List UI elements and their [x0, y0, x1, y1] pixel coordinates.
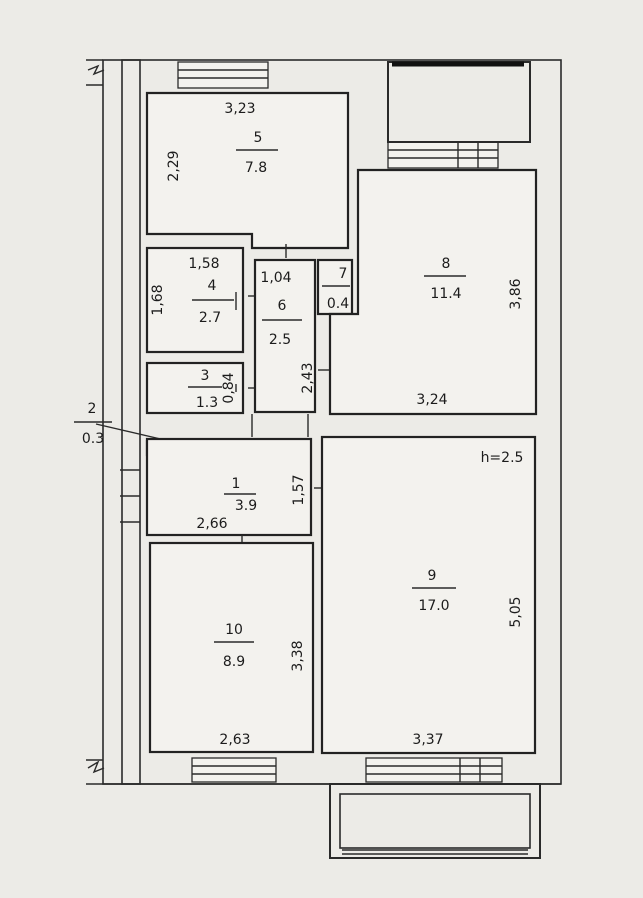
room-8-width: 3,24 [416, 392, 447, 408]
room-4: 1,58 4 2.7 1,68 [145, 246, 258, 354]
room-4-number: 4 [208, 278, 217, 294]
room-4-depth: 1,68 [150, 284, 166, 315]
room-3-area: 1.3 [196, 395, 218, 411]
room-9-number: 9 [428, 568, 437, 584]
room-7-number: 7 [339, 266, 348, 282]
room-5: 3,23 5 7.8 2,29 [145, 91, 350, 258]
room-10-width: 2,63 [219, 732, 250, 748]
room-1: 1 3.9 2,66 1,57 [120, 437, 326, 545]
room-1-depth: 1,57 [291, 474, 307, 505]
room-1-area: 3.9 [235, 498, 257, 514]
room-6-number: 6 [278, 298, 287, 314]
balcony-bottom [329, 783, 541, 859]
room-9-depth: 5,05 [508, 596, 524, 627]
room-3-number: 3 [201, 368, 210, 384]
room-6-area: 2.5 [269, 332, 291, 348]
window-room-5 [177, 61, 269, 89]
room-9-width: 3,37 [412, 732, 443, 748]
room-10: 10 8.9 2,63 3,38 [148, 541, 315, 754]
room-2-area: 0.3 [82, 431, 104, 447]
room-8-number: 8 [442, 256, 451, 272]
room-6-depth: 2,43 [300, 362, 316, 393]
room-8-depth: 3,86 [508, 278, 524, 309]
room-5-depth: 2,29 [166, 150, 182, 181]
room-9: h=2.5 9 17.0 3,37 5,05 [320, 435, 537, 755]
room-10-area: 8.9 [223, 654, 245, 670]
room-6-width: 1,04 [260, 270, 291, 286]
room-5-width: 3,23 [224, 101, 255, 117]
window-room-8 [387, 141, 499, 169]
window-room-10 [191, 757, 277, 783]
room-6: 1,04 6 2.5 2,43 [253, 258, 330, 414]
room-5-area: 7.8 [245, 160, 267, 176]
ceiling-height: h=2.5 [481, 450, 524, 466]
room-10-number: 10 [225, 622, 243, 638]
room-3-depth: 0,84 [221, 372, 237, 403]
room-8: 8 11.4 3,24 3,86 [328, 168, 538, 416]
room-5-number: 5 [254, 130, 263, 146]
room-9-area: 17.0 [418, 598, 449, 614]
balcony-top [387, 61, 531, 143]
break-mark-top [86, 59, 105, 86]
room-8-area: 11.4 [430, 286, 461, 302]
wall-ticks [235, 292, 309, 437]
room-3: 3 1.3 0,84 [145, 361, 258, 415]
room-1-width: 2,66 [196, 516, 227, 532]
room-7-area: 0.4 [327, 296, 349, 312]
window-room-9 [365, 757, 503, 783]
break-mark-bottom [86, 759, 105, 785]
room-4-area: 2.7 [199, 310, 221, 326]
room-4-width: 1,58 [188, 256, 219, 272]
room-1-number: 1 [232, 476, 241, 492]
room-2-number: 2 [88, 401, 97, 417]
room-10-depth: 3,38 [290, 640, 306, 671]
room-7: 7 0.4 [316, 258, 354, 316]
